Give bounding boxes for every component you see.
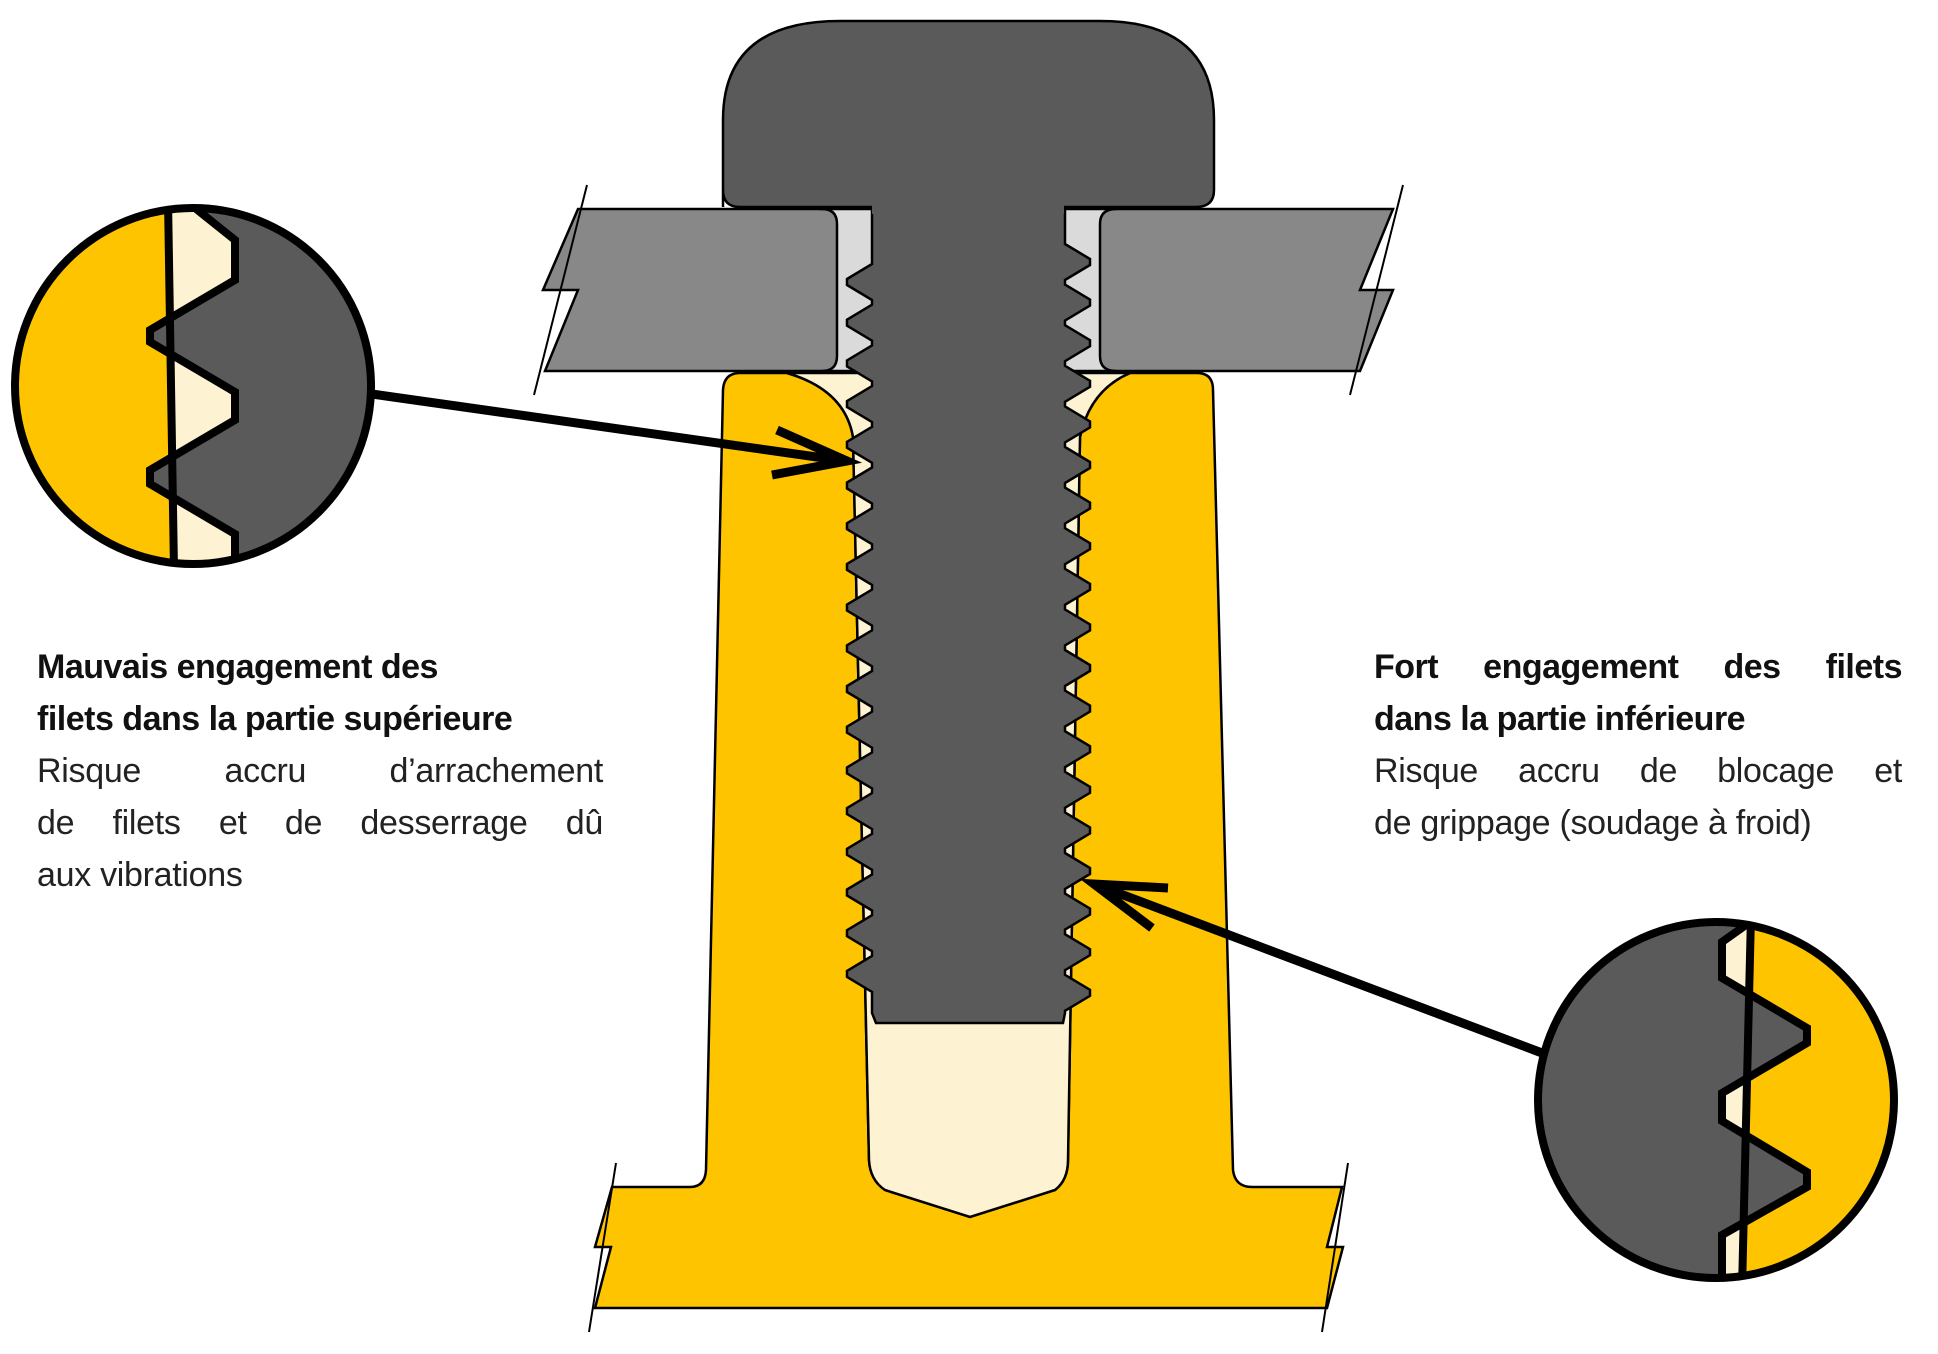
callout-title-line: Fort engagement des filets [1374, 648, 1903, 686]
callout-upper-thread: Mauvais engagement des filets dans la pa… [37, 641, 603, 901]
callout-title-line: filets dans la partie supérieure [37, 700, 513, 738]
clamped-plate-left [541, 207, 839, 373]
bolt-shank [845, 203, 1092, 1025]
bolt-head [721, 19, 1216, 209]
callout-title-line: dans la partie inférieure [1374, 700, 1746, 738]
arrow-right [1079, 878, 1544, 1058]
callout-body-line: de grippage (soudage à froid) [1374, 804, 1812, 842]
bolt-head-neck [872, 200, 1064, 214]
callout-body-line: Risque accru d’arrachement [37, 752, 603, 790]
magnifier-bolt-thread [146, 208, 371, 564]
magnifier-lower-thread [1534, 918, 1898, 1282]
magnifier-bolt-thread [1538, 922, 1811, 1278]
callout-lower-thread: Fort engagement des filets dans la parti… [1374, 641, 1903, 849]
callout-body-line: aux vibrations [37, 856, 243, 894]
break-line-plate-right [1349, 184, 1404, 396]
callout-title-line: Mauvais engagement des [37, 648, 438, 686]
clamped-plate-right [1098, 207, 1395, 373]
magnifier-upper-thread [11, 204, 375, 568]
arrow-left [371, 389, 863, 480]
callout-body-line: de filets et de desserrage dû [37, 804, 603, 842]
break-line-base-right [1321, 1162, 1349, 1333]
break-line-base-left [588, 1162, 617, 1333]
break-line-plate-left [533, 184, 588, 396]
callout-body-line: Risque accru de blocage et [1374, 752, 1902, 790]
